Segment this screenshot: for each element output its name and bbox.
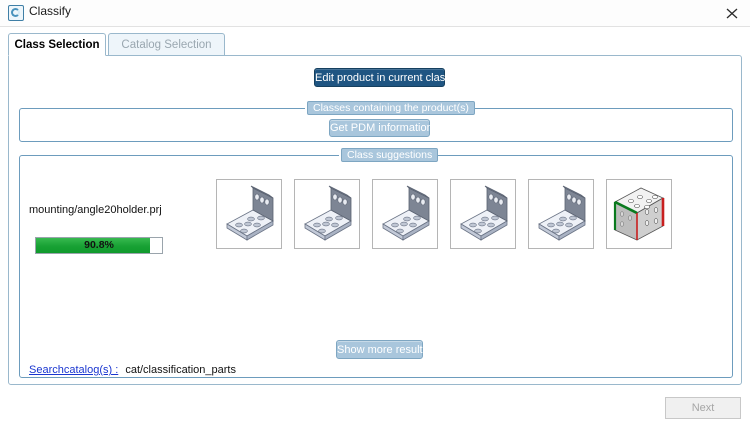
tab-class-selection-label: Class Selection: [14, 39, 100, 51]
classes-containing-group-title: Classes containing the product(s): [307, 101, 475, 115]
confidence-progress-bar: 90.8%: [35, 237, 163, 254]
class-suggestions-group-title: Class suggestions: [341, 148, 439, 162]
window-title: Classify: [29, 4, 72, 18]
class-selection-panel: Edit product in current class Classes co…: [8, 55, 742, 385]
search-catalog-value: cat/classification_parts: [125, 364, 236, 376]
angle-bracket-thumbnail-3[interactable]: [372, 179, 438, 249]
tab-class-selection[interactable]: Class Selection: [8, 33, 106, 56]
suggestion-thumbnail-list: [207, 179, 727, 251]
search-catalog-link[interactable]: Searchcatalog(s) :: [29, 364, 119, 376]
confidence-progress-fill: [36, 238, 151, 253]
angle-bracket-thumbnail-2[interactable]: [294, 179, 360, 249]
next-button[interactable]: Next: [665, 397, 741, 419]
tab-catalog-selection-label: Catalog Selection: [121, 39, 212, 51]
angle-bracket-thumbnail-6[interactable]: [606, 179, 672, 249]
confidence-progress-label: 90.8%: [84, 239, 114, 251]
tab-strip: Class Selection Catalog Selection: [8, 33, 742, 57]
show-more-results-button[interactable]: Show more results: [336, 340, 428, 359]
get-pdm-information-button-label: Get PDM information: [330, 122, 433, 134]
title-bar: Classify: [0, 0, 750, 27]
classify-ring-icon: [8, 5, 24, 21]
show-more-results-button-label: Show more results: [337, 344, 429, 356]
search-catalog-row: Searchcatalog(s) : cat/classification_pa…: [29, 364, 236, 376]
next-button-label: Next: [691, 402, 715, 414]
angle-bracket-thumbnail-4[interactable]: [450, 179, 516, 249]
get-pdm-information-button[interactable]: Get PDM information: [329, 119, 433, 137]
edit-product-button-label: Edit product in current class: [315, 72, 451, 84]
edit-product-button[interactable]: Edit product in current class: [314, 68, 451, 87]
close-icon[interactable]: [720, 3, 744, 23]
product-path-label: mounting/angle20holder.prj: [29, 204, 162, 216]
tab-catalog-selection[interactable]: Catalog Selection: [108, 33, 225, 56]
angle-bracket-thumbnail-5[interactable]: [528, 179, 594, 249]
angle-bracket-thumbnail-1[interactable]: [216, 179, 282, 249]
